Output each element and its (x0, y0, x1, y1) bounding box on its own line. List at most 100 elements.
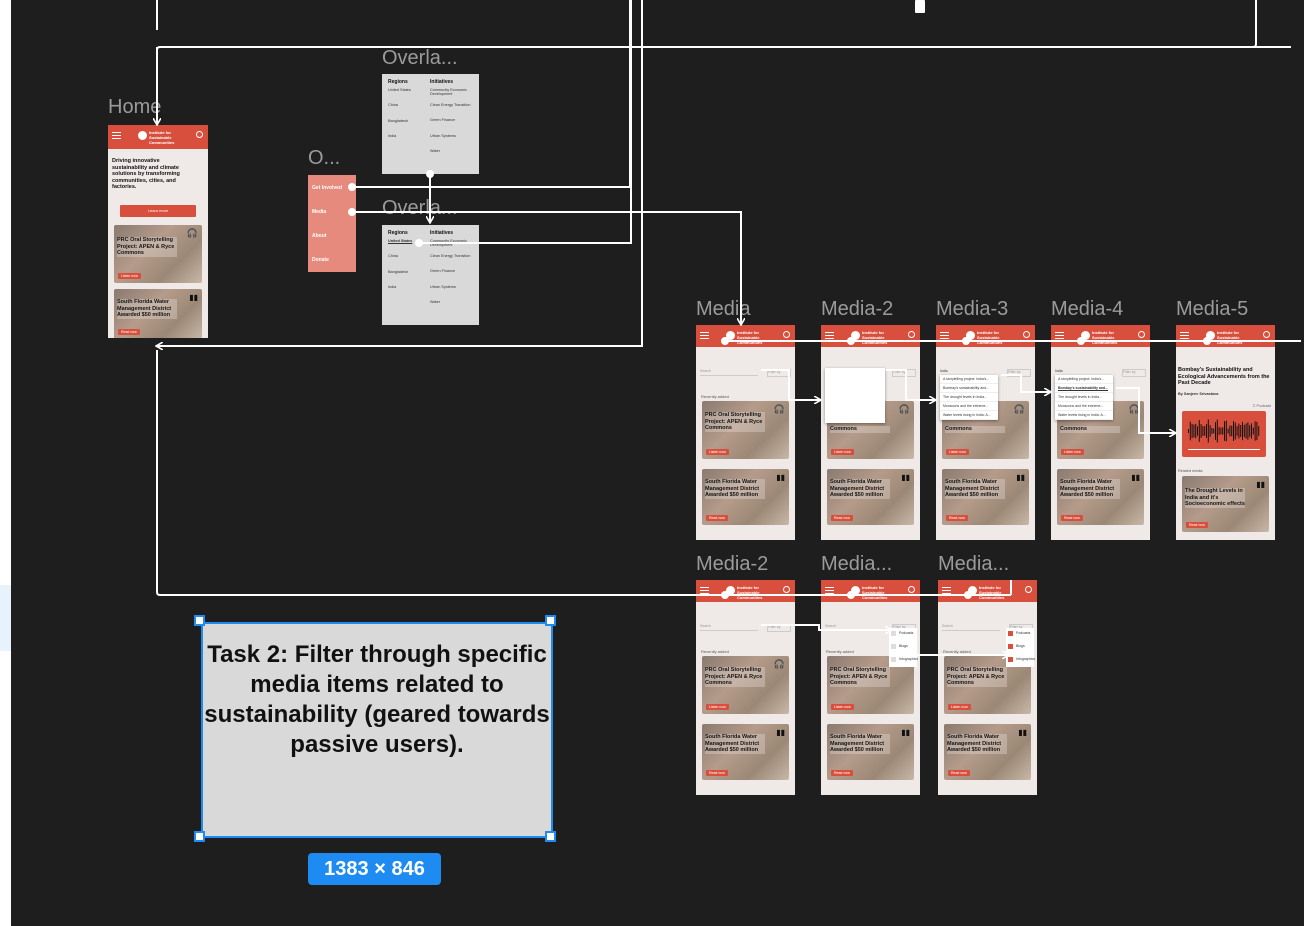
read-now-button[interactable]: Read now (948, 770, 970, 776)
listen-now-button[interactable]: Listen now (946, 449, 969, 455)
audio-player[interactable] (1182, 411, 1266, 457)
article-card[interactable]: South Florida Water Management District … (944, 724, 1031, 780)
read-now-button[interactable]: Read now (1186, 522, 1208, 528)
search-suggestions-empty[interactable] (825, 368, 885, 423)
suggestion-item[interactable]: Bombay's sustainability and... (940, 384, 998, 393)
frame-label-media-3[interactable]: Media-3 (936, 298, 1009, 320)
filter-select[interactable]: Filter by (767, 624, 791, 632)
suggestion-item[interactable]: Monsoons and the extreme... (1055, 402, 1113, 411)
learn-more-button[interactable]: Learn more (120, 205, 196, 217)
search-input[interactable]: Search (942, 624, 1000, 631)
media-filter-checked-frame[interactable]: Institute for Sustainable Communities Se… (938, 580, 1037, 795)
frame-label-media-5[interactable]: Media-5 (1176, 298, 1249, 320)
menu-icon[interactable] (1055, 332, 1064, 333)
read-now-button[interactable]: Read now (831, 515, 853, 521)
initiative-item[interactable]: Water (430, 149, 440, 153)
task-note[interactable]: Task 2: Filter through specific media it… (201, 622, 553, 838)
region-item[interactable]: India (388, 134, 397, 138)
design-canvas[interactable]: Home Overla... O... Overla... Media Medi… (11, 0, 1304, 926)
listen-now-button[interactable]: Listen now (1061, 449, 1084, 455)
initiative-item[interactable]: Urban Systems (430, 284, 456, 289)
checkbox-checked[interactable] (1008, 631, 1013, 636)
suggestion-item[interactable]: Water levels rising in India: A... (940, 411, 998, 420)
frame-label-media-a[interactable]: Media... (821, 553, 893, 575)
listen-now-button[interactable]: Listen now (118, 273, 141, 279)
resize-handle-top-left[interactable] (194, 615, 205, 626)
frame-label-media-2[interactable]: Media-2 (821, 298, 894, 320)
read-now-button[interactable]: Read now (1061, 515, 1083, 521)
menu-icon[interactable] (112, 132, 121, 133)
frame-label-media-2b[interactable]: Media-2 (696, 553, 769, 575)
listen-now-button[interactable]: Listen now (948, 704, 971, 710)
progress-track[interactable] (1188, 449, 1260, 450)
read-now-button[interactable]: Read now (118, 329, 140, 335)
menu-icon[interactable] (700, 587, 709, 588)
region-item-selected[interactable]: United States (388, 238, 413, 243)
article-card[interactable]: South Florida Water Management District … (702, 724, 789, 780)
listen-now-button[interactable]: Listen now (831, 704, 854, 710)
frame-label-home[interactable]: Home (108, 96, 162, 118)
suggestion-item[interactable]: Water levels rising in India: A... (1055, 411, 1113, 420)
menu-icon[interactable] (940, 332, 949, 333)
resize-handle-bottom-left[interactable] (194, 831, 205, 842)
filter-select[interactable]: Filter by (1007, 369, 1031, 377)
related-article-card[interactable]: The Drought Levels in India and it's Soc… (1182, 476, 1269, 532)
podcast-card[interactable]: PRC Oral Storytelling Project: APEN & Ry… (944, 656, 1031, 714)
frame-label-media-b[interactable]: Media... (938, 553, 1010, 575)
suggestion-item[interactable]: Monsoons and the extreme... (940, 402, 998, 411)
region-item[interactable]: Bangladesh (388, 269, 409, 274)
article-card[interactable]: South Florida Water Management District … (942, 469, 1029, 525)
frame-label-overlay-bottom[interactable]: Overla... (382, 197, 458, 219)
filter-option-infographics[interactable]: Infographics (889, 654, 918, 667)
filter-option-blogs[interactable]: Blogs (1006, 641, 1034, 654)
checkbox-checked[interactable] (1008, 644, 1013, 649)
search-icon[interactable] (1138, 331, 1145, 338)
filter-option-podcasts[interactable]: Podcasts (889, 628, 917, 641)
filter-option-infographics[interactable]: Infographics (1006, 654, 1035, 667)
menu-icon[interactable] (942, 587, 951, 588)
media-filter-open-frame[interactable]: Institute for Sustainable Communities Se… (821, 580, 920, 795)
media-4-frame[interactable]: Institute for Sustainable Communities In… (1051, 325, 1150, 540)
listen-now-button[interactable]: Listen now (706, 449, 729, 455)
search-icon[interactable] (196, 131, 203, 138)
frame-label-dropdown[interactable]: O... (308, 147, 341, 169)
nav-item-donate[interactable]: Donate (312, 257, 329, 263)
podcast-card[interactable]: PRC Oral Storytelling Project: APEN & Ry… (702, 401, 789, 459)
region-item[interactable]: China (388, 103, 398, 107)
frame-thumbnail[interactable] (915, 0, 925, 13)
region-item[interactable]: United States (388, 87, 411, 92)
listen-now-button[interactable]: Listen now (706, 704, 729, 710)
nav-item-get-involved[interactable]: Get Involved (312, 185, 343, 191)
article-card[interactable]: South Florida Water Management District … (827, 469, 914, 525)
suggestion-item-selected[interactable]: Bombay's sustainability and... (1055, 384, 1113, 393)
article-card[interactable]: South Florida Water Management District … (702, 469, 789, 525)
search-input[interactable]: Search (825, 624, 883, 631)
filter-option-blogs[interactable]: Blogs (889, 641, 917, 654)
search-input[interactable]: Search (700, 624, 758, 631)
podcast-card[interactable]: PRC Oral Storytelling Project: APEN & Ry… (702, 656, 789, 714)
checkbox-checked[interactable] (1008, 657, 1013, 662)
search-icon[interactable] (783, 586, 790, 593)
media-2b-frame[interactable]: Institute for Sustainable Communities Se… (696, 580, 795, 795)
read-now-button[interactable]: Read now (706, 515, 728, 521)
initiative-item[interactable]: Water (430, 300, 440, 304)
media-3-frame[interactable]: Institute for Sustainable Communities In… (936, 325, 1035, 540)
suggestion-item[interactable]: The drought levels in India... (1055, 393, 1113, 402)
initiative-item[interactable]: Community Economic Development (430, 87, 467, 97)
menu-icon[interactable] (1180, 332, 1189, 333)
article-card[interactable]: South Florida Water Management District … (1057, 469, 1144, 525)
overlay-bottom-frame[interactable]: Regions United States China Bangladesh I… (382, 225, 479, 325)
frame-label-overlay-top[interactable]: Overla... (382, 47, 458, 69)
initiative-item[interactable]: Green Finance (430, 118, 456, 122)
article-card[interactable]: South Florida Water Management District … (827, 724, 914, 780)
frame-label-media-4[interactable]: Media-4 (1051, 298, 1124, 320)
nav-item-about[interactable]: About (312, 233, 327, 239)
region-item[interactable]: India (388, 285, 397, 289)
overlay-top-frame[interactable]: Regions United States China Bangladesh I… (382, 74, 479, 174)
filter-select[interactable]: Filter by (1122, 369, 1146, 377)
initiative-item[interactable]: Clean Energy Transition (430, 102, 471, 107)
initiative-item[interactable]: Green Finance (430, 269, 456, 273)
region-item[interactable]: Bangladesh (388, 118, 409, 123)
search-icon[interactable] (908, 331, 915, 338)
checkbox[interactable] (891, 631, 896, 636)
